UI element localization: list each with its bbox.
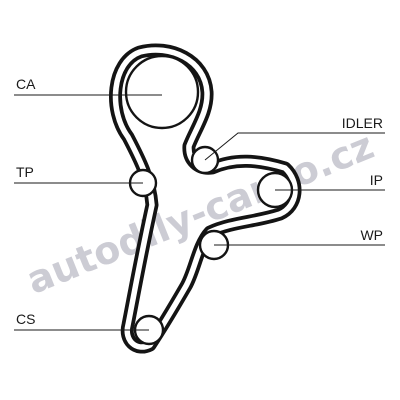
cs-label: CS <box>16 311 35 327</box>
idler-label: IDLER <box>342 115 383 131</box>
ip-label: IP <box>370 172 383 188</box>
idler-leader-line <box>204 132 385 161</box>
belt-inner <box>112 47 298 350</box>
ca-pulley <box>124 54 200 130</box>
tp-label: TP <box>16 164 34 180</box>
ca-label: CA <box>16 76 36 92</box>
timing-belt <box>109 43 302 354</box>
wp-label: WP <box>360 227 383 243</box>
